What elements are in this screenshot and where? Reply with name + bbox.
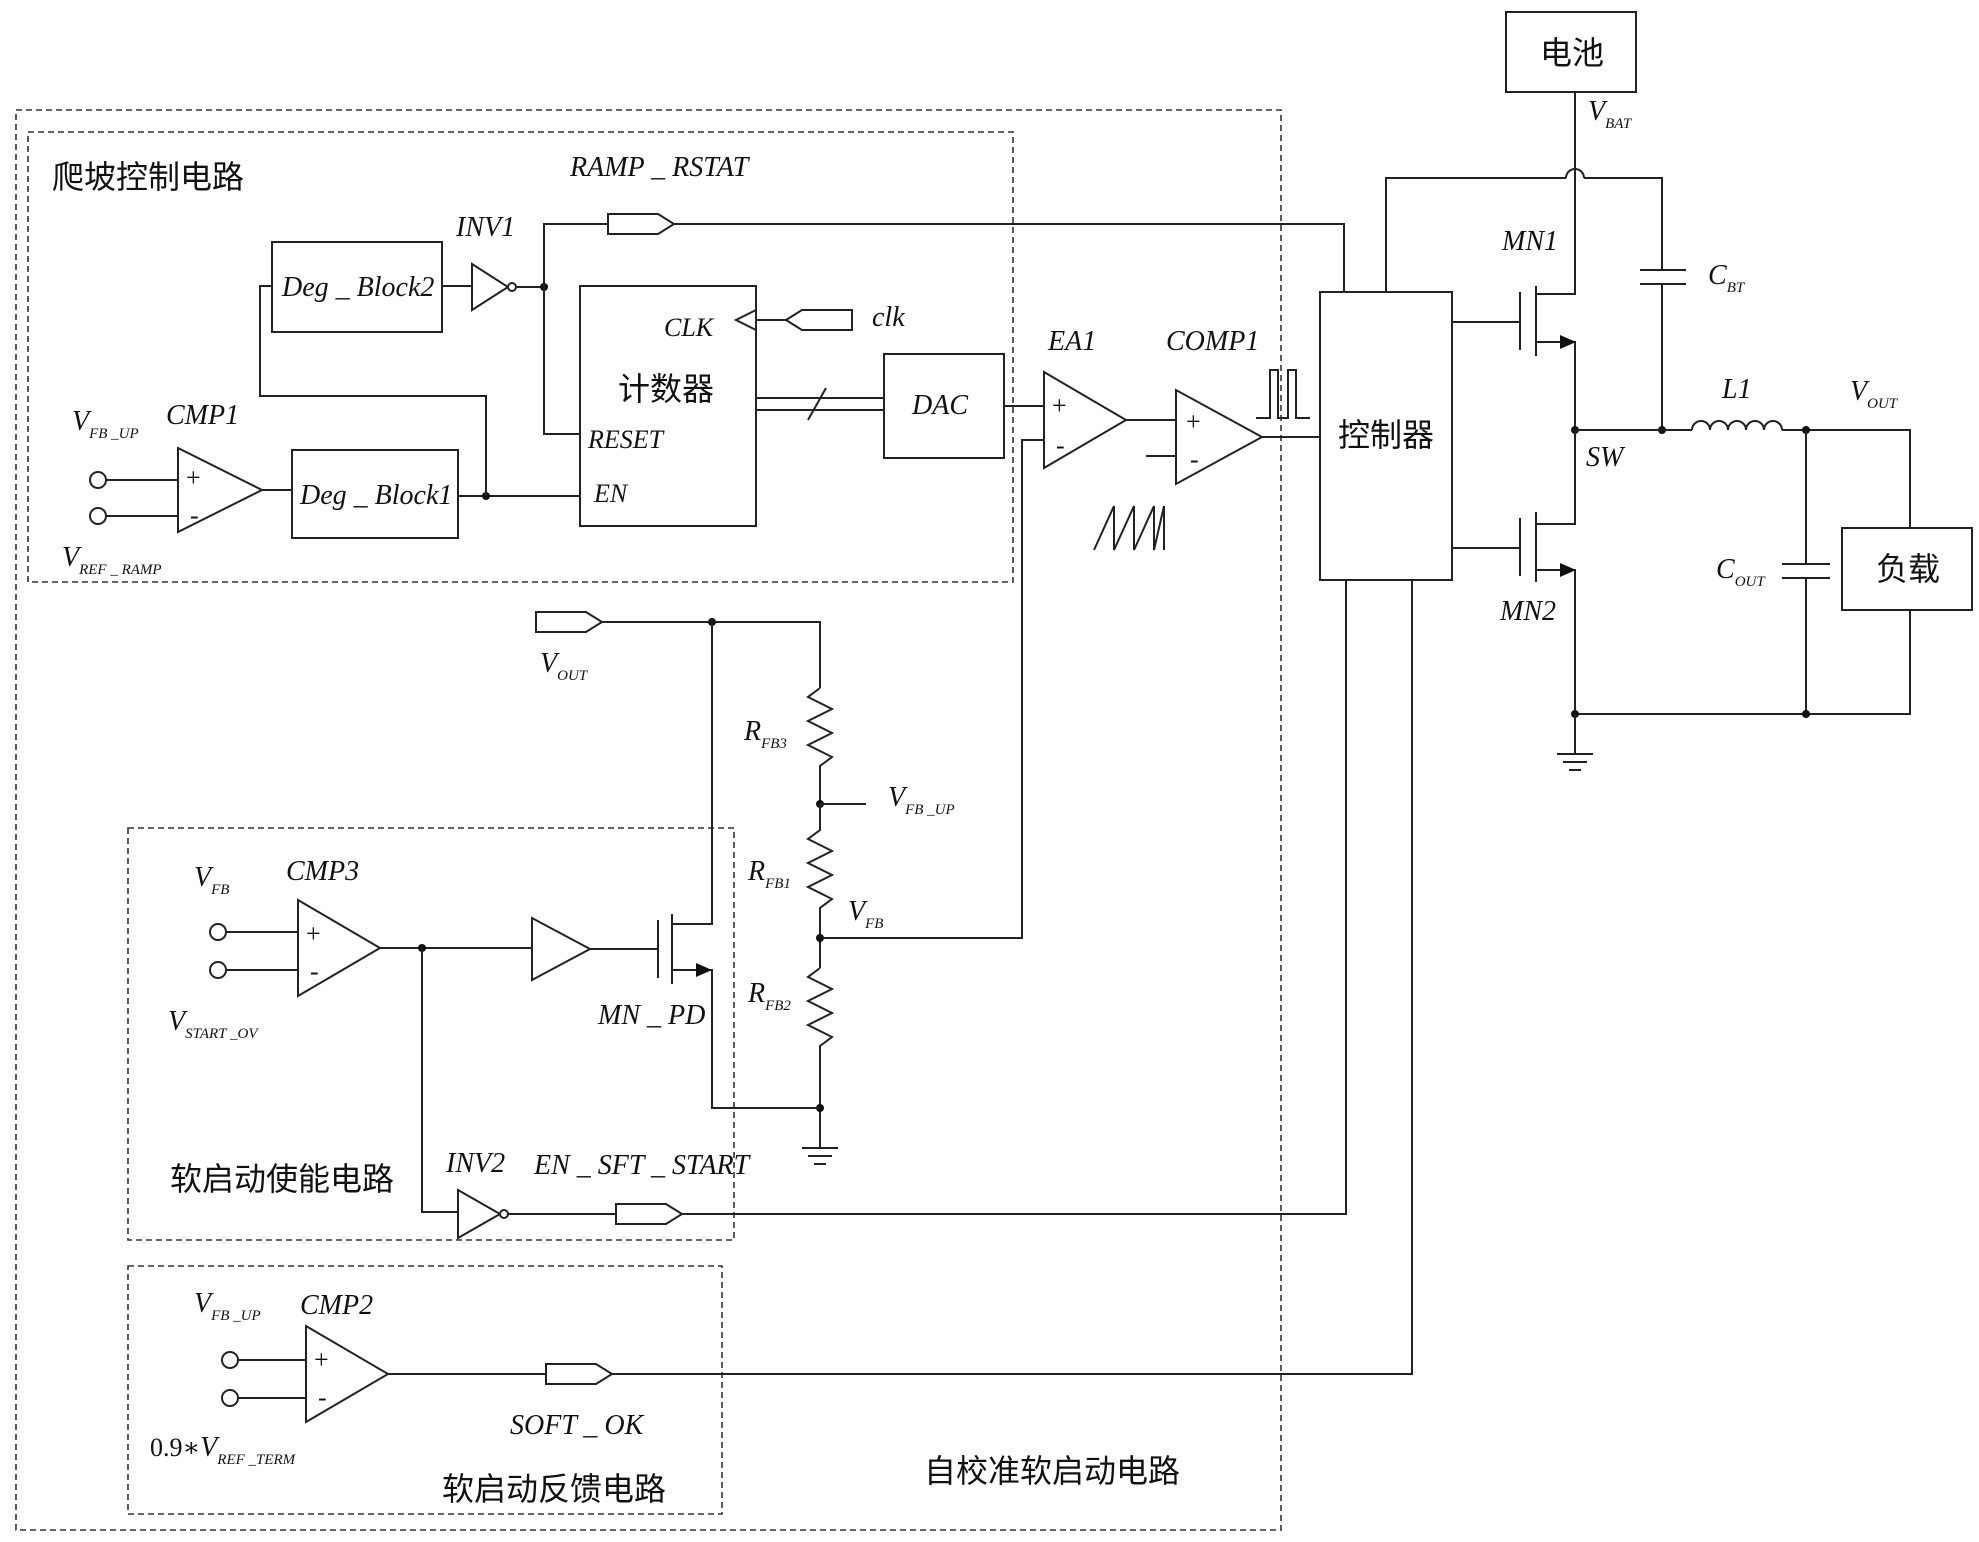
cmp2-minus: - [318,1383,327,1412]
ea1-plus: + [1052,391,1067,420]
vout-label-top: VOUT [1850,376,1899,412]
vfb-up-label-cmp2: VFB _UP [194,1288,261,1324]
deg-block2-label: Deg _ Block2 [281,272,434,303]
en-sft-start-port [615,1203,684,1225]
en-sft-start-label: EN _ SFT _ START [533,1150,752,1181]
battery-block [1505,11,1637,93]
deg-block2 [271,241,443,333]
vfb-up-label-node: VFB _UP [888,782,955,818]
softstart-feedback-boundary [127,1265,723,1515]
mn-pd-label: MN _ PD [597,1000,705,1031]
controller-block [1319,291,1453,581]
inv2-inverter [457,1188,503,1240]
sw-node-label: SW [1586,442,1626,473]
comp1-comparator [1175,388,1265,486]
mn1-arrow [1560,335,1576,349]
resistor-rfb2 [805,967,835,1112]
feedback-ground-icon [802,1112,838,1165]
ea1-label: EA1 [1047,326,1096,357]
ea1-minus: - [1056,431,1065,460]
counter-block [579,285,757,527]
rfb1-label: RFB1 [747,856,791,892]
ramp-control-title: 爬坡控制电路 [52,159,244,195]
vout-port-label: VOUT [540,648,589,684]
controller-label: 控制器 [1338,417,1434,453]
inductor-l1 [1691,420,1783,431]
cmp1-plus: + [186,463,201,492]
cmp2-comparator [305,1324,390,1424]
counter-label: 计数器 [618,371,714,407]
cmp3-in-plus-terminal [209,923,227,941]
self-calibrating-title: 自校准软启动电路 [924,1453,1180,1489]
cmp1-label: CMP1 [166,400,239,431]
inv1-inverter [471,262,510,312]
ea1-error-amp [1043,370,1128,470]
l1-label: L1 [1721,374,1752,405]
cmp2-label: CMP2 [300,1290,373,1321]
resistor-rfb3 [805,687,835,804]
dac-label: DAC [911,390,968,421]
cbt-label: CBT [1708,260,1746,296]
ramp-control-boundary [27,131,1014,583]
power-ground-icon [1557,714,1593,771]
load-block [1841,527,1973,611]
deg-block1 [291,449,459,539]
battery-label: 电池 [1540,35,1604,71]
softstart-enable-boundary [127,827,735,1241]
soft-ok-port [545,1363,614,1385]
buffer-driver [531,916,593,982]
cmp2-in-plus-terminal [221,1351,239,1369]
cmp3-comparator [297,898,382,998]
mn2-label: MN2 [1499,596,1556,627]
cmp2-in-minus-terminal [221,1389,239,1407]
soft-ok-label: SOFT _ OK [510,1410,645,1441]
clk-input-label: clk [872,302,905,333]
cmp3-minus: - [310,957,319,986]
deg-block1-label: Deg _ Block1 [299,480,452,511]
sawtooth-ramp-icon [1093,505,1165,551]
cmp3-label: CMP3 [286,856,359,887]
cmp1-comparator [177,446,265,534]
cmp1-minus: - [190,501,199,530]
comp1-plus: + [1186,407,1201,436]
comp1-minus: - [1190,445,1199,474]
cmp2-plus: + [314,1345,329,1374]
vfb-label-cmp3: VFB [194,862,229,898]
comp1-label: COMP1 [1166,326,1259,357]
inv2-label: INV2 [445,1148,505,1179]
en-pin-label: EN [593,479,629,508]
vref-term-label: 0.9∗VREF _TERM [150,1432,297,1468]
cmp1-in-plus-terminal [89,471,107,489]
pwm-pulse-icon [1256,369,1310,419]
cmp3-plus: + [306,919,321,948]
resistor-rfb1 [805,804,835,968]
mn2-arrow [1560,563,1576,577]
vout-port [535,611,604,633]
vfb-up-label-1: VFB _UP [72,406,139,442]
mn1-label: MN1 [1501,226,1558,257]
inv1-label: INV1 [455,212,515,243]
softstart-feedback-title: 软启动反馈电路 [442,1471,666,1507]
ramp-rstat-port [607,213,676,235]
softstart-enable-title: 软启动使能电路 [170,1161,394,1197]
rfb2-label: RFB2 [747,978,791,1014]
reset-pin-label: RESET [587,425,665,454]
clk-pin-label: CLK [664,313,715,342]
vref-ramp-label: VREF _ RAMP [62,542,162,578]
vbat-label: VBAT [1588,96,1633,132]
cout-label: COUT [1716,554,1766,590]
ramp-rstat-label: RAMP _ RSTAT [569,152,751,183]
load-label: 负载 [1876,551,1940,587]
self-calibrating-softstart-boundary [15,109,1282,1531]
clk-port [784,309,853,331]
cmp1-in-minus-terminal [89,507,107,525]
mn-pd-arrow [696,963,712,977]
vstart-ov-label: VSTART _OV [168,1006,259,1042]
cmp3-in-minus-terminal [209,961,227,979]
rfb3-label: RFB3 [743,716,787,752]
vfb-node-label: VFB [848,896,883,932]
